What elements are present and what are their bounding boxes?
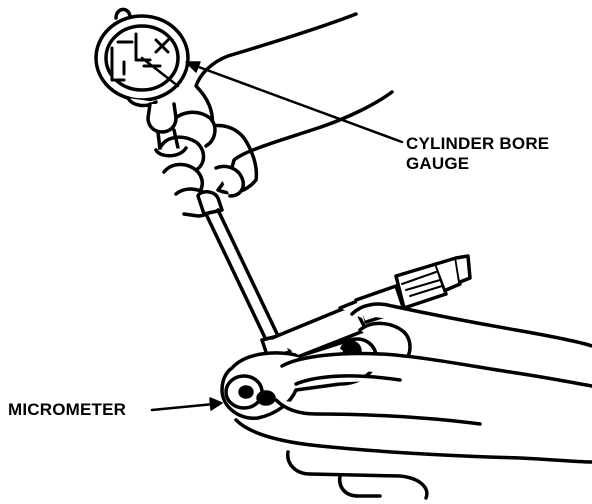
cylinder-bore-gauge-label: CYLINDER BORE GAUGE <box>406 134 549 174</box>
micrometer-leader-arrowhead <box>209 397 223 411</box>
lower-hand-drawing <box>234 302 592 500</box>
gauge-leader-line <box>194 64 404 144</box>
gauge-leader-arrowhead <box>185 61 201 73</box>
micrometer-leader-line <box>150 402 216 412</box>
micrometer-label: MICROMETER <box>8 400 127 419</box>
gauge-shaft-drawing <box>196 190 292 360</box>
micrometer-drawing <box>220 254 472 420</box>
gauge-label-line-1: CYLINDER BORE <box>406 134 550 153</box>
upper-hand-drawing <box>158 12 394 218</box>
leader-lines <box>150 61 404 412</box>
gauge-label-line-2: GAUGE <box>406 154 470 173</box>
dial-gauge-drawing <box>94 7 190 158</box>
